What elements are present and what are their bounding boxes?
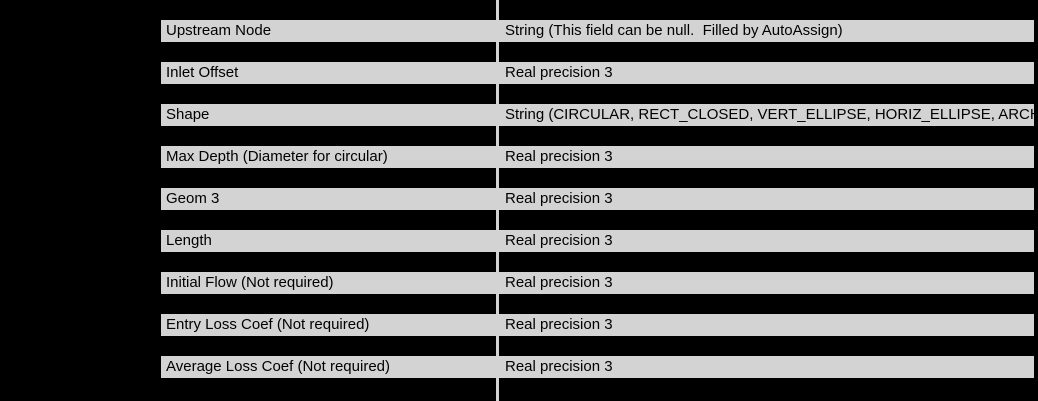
field-type-cell: Real precision 3 (505, 148, 613, 165)
field-name-cell: Max Depth (Diameter for circular) (166, 148, 388, 165)
cell-divider (496, 314, 499, 336)
field-type-cell: Real precision 3 (505, 190, 613, 207)
cell-divider (496, 20, 499, 42)
field-type-cell: String (CIRCULAR, RECT_CLOSED, VERT_ELLI… (505, 106, 1034, 123)
field-name-cell: Upstream Node (166, 22, 272, 39)
field-type-cell: String (This field can be null. Filled b… (505, 22, 843, 39)
cell-divider (496, 356, 499, 378)
cell-divider (496, 188, 499, 210)
field-name-cell: Initial Flow (Not required) (166, 274, 334, 291)
table-row: Upstream Node String (This field can be … (161, 20, 1034, 42)
table-row: Entry Loss Coef (Not required) Real prec… (161, 314, 1034, 336)
cell-divider (496, 62, 499, 84)
field-type-cell: Real precision 3 (505, 64, 613, 81)
cell-divider (496, 230, 499, 252)
field-type-cell: Real precision 3 (505, 316, 613, 333)
field-type-cell: Real precision 3 (505, 232, 613, 249)
cell-divider (496, 104, 499, 126)
table-row: Max Depth (Diameter for circular) Real p… (161, 146, 1034, 168)
field-name-cell: Inlet Offset (166, 64, 239, 81)
table-row: Shape String (CIRCULAR, RECT_CLOSED, VER… (161, 104, 1034, 126)
field-name-cell: Entry Loss Coef (Not required) (166, 316, 370, 333)
table-row: Length Real precision 3 (161, 230, 1034, 252)
field-name-cell: Length (166, 232, 212, 249)
cell-divider (496, 272, 499, 294)
schema-table: Upstream Node String (This field can be … (161, 20, 1034, 398)
table-row: Average Loss Coef (Not required) Real pr… (161, 356, 1034, 378)
field-type-cell: Real precision 3 (505, 274, 613, 291)
cell-divider (496, 146, 499, 168)
field-name-cell: Average Loss Coef (Not required) (166, 358, 391, 375)
table-row: Initial Flow (Not required) Real precisi… (161, 272, 1034, 294)
field-type-cell: Real precision 3 (505, 358, 613, 375)
table-row: Inlet Offset Real precision 3 (161, 62, 1034, 84)
table-row: Geom 3 Real precision 3 (161, 188, 1034, 210)
field-name-cell: Shape (166, 106, 210, 123)
field-name-cell: Geom 3 (166, 190, 220, 207)
